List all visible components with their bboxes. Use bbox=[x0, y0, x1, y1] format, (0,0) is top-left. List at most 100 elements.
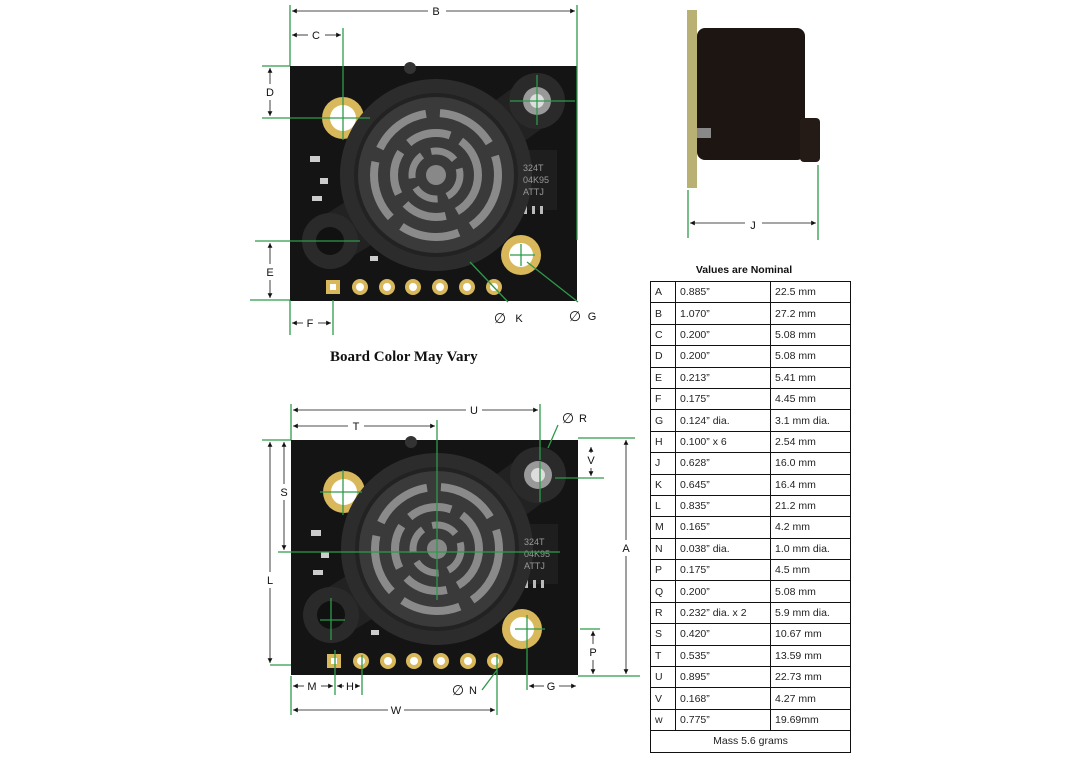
label-G-bottom: G bbox=[547, 681, 556, 693]
mm-value: 2.54 mm bbox=[770, 430, 851, 454]
mm-value: 5.41 mm bbox=[770, 366, 851, 389]
svg-text:ATTJ: ATTJ bbox=[524, 561, 545, 571]
dimension-letter: V bbox=[650, 687, 676, 710]
dimension-letter: K bbox=[650, 473, 676, 496]
mm-value: 5.08 mm bbox=[770, 580, 851, 603]
mm-value: 4.2 mm bbox=[770, 516, 851, 539]
mm-value: 16.4 mm bbox=[770, 473, 851, 496]
label-C: C bbox=[312, 30, 320, 42]
inch-value: 0.895” bbox=[675, 666, 771, 689]
label-U: U bbox=[470, 405, 478, 417]
mm-value: 4.45 mm bbox=[770, 387, 851, 411]
inch-value: 0.628” bbox=[675, 452, 771, 475]
mm-value: 10.67 mm bbox=[770, 623, 851, 646]
svg-text:324T: 324T bbox=[524, 537, 545, 547]
mm-value: 16.0 mm bbox=[770, 452, 851, 475]
mm-value: 22.5 mm bbox=[770, 280, 851, 304]
inch-value: 0.200” bbox=[675, 323, 771, 347]
inch-value: 0.175” bbox=[675, 387, 771, 411]
dimension-letter: L bbox=[650, 494, 676, 518]
label-B: B bbox=[432, 6, 439, 18]
svg-text:04K95: 04K95 bbox=[523, 175, 549, 185]
diameter-icon: ∅ bbox=[562, 410, 574, 426]
dimension-labels: B C D E F ∅ K ∅ G J U T ∅ R V S L A P G … bbox=[266, 6, 756, 717]
mm-value: 5.9 mm dia. bbox=[770, 601, 851, 625]
label-N: N bbox=[469, 685, 477, 697]
dimension-letter: J bbox=[650, 452, 676, 475]
svg-text:04K95: 04K95 bbox=[524, 549, 550, 559]
diameter-icon: ∅ bbox=[452, 682, 464, 698]
label-M: M bbox=[307, 681, 316, 693]
mm-value: 13.59 mm bbox=[770, 644, 851, 668]
mm-value: 5.08 mm bbox=[770, 345, 851, 368]
dimension-letter: M bbox=[650, 516, 676, 539]
dimension-letter: E bbox=[650, 366, 676, 389]
sensor-side-view bbox=[687, 10, 820, 188]
mm-value: 3.1 mm dia. bbox=[770, 409, 851, 432]
mm-value: 1.0 mm dia. bbox=[770, 537, 851, 561]
mm-value: 27.2 mm bbox=[770, 302, 851, 325]
dimension-arrows bbox=[267, 8, 816, 713]
dimension-letter: R bbox=[650, 601, 676, 625]
inch-value: 0.038” dia. bbox=[675, 537, 771, 561]
dimension-letter: F bbox=[650, 387, 676, 411]
dimension-letter: U bbox=[650, 666, 676, 689]
label-H: H bbox=[346, 681, 354, 693]
inch-value: 0.775” bbox=[675, 708, 771, 732]
dimension-letter: S bbox=[650, 623, 676, 646]
inch-value: 0.535” bbox=[675, 644, 771, 668]
dimension-letter: B bbox=[650, 302, 676, 325]
dimension-letter: C bbox=[650, 323, 676, 347]
label-E: E bbox=[266, 267, 273, 279]
inch-value: 0.645” bbox=[675, 473, 771, 496]
label-K: K bbox=[515, 313, 523, 325]
inch-value: 0.100” x 6 bbox=[675, 430, 771, 454]
dimension-letter: D bbox=[650, 345, 676, 368]
inch-value: 0.124” dia. bbox=[675, 409, 771, 432]
table-title: Values are Nominal bbox=[695, 264, 793, 276]
dimension-letter: Q bbox=[650, 580, 676, 603]
dimension-letter: N bbox=[650, 537, 676, 561]
inch-value: 0.835” bbox=[675, 494, 771, 518]
diameter-icon: ∅ bbox=[494, 310, 506, 326]
label-W: W bbox=[391, 705, 402, 717]
mm-value: 19.69mm bbox=[770, 708, 851, 732]
inch-value: 0.165” bbox=[675, 516, 771, 539]
diameter-icon: ∅ bbox=[569, 308, 581, 324]
mm-value: 22.73 mm bbox=[770, 666, 851, 689]
inch-value: 0.213” bbox=[675, 366, 771, 389]
inch-value: 0.885” bbox=[675, 280, 771, 304]
label-T: T bbox=[353, 421, 360, 433]
inch-value: 0.232” dia. x 2 bbox=[675, 601, 771, 625]
dimension-letter: P bbox=[650, 559, 676, 582]
mm-value: 5.08 mm bbox=[770, 323, 851, 347]
dimension-letter: w bbox=[650, 708, 676, 732]
label-F: F bbox=[307, 318, 314, 330]
dimension-guides bbox=[250, 5, 819, 715]
dimension-letter: A bbox=[650, 280, 676, 304]
dimension-letter: G bbox=[650, 409, 676, 432]
inch-value: 1.070” bbox=[675, 302, 771, 325]
label-S: S bbox=[280, 487, 287, 499]
label-P: P bbox=[589, 647, 596, 659]
mm-value: 4.5 mm bbox=[770, 559, 851, 582]
